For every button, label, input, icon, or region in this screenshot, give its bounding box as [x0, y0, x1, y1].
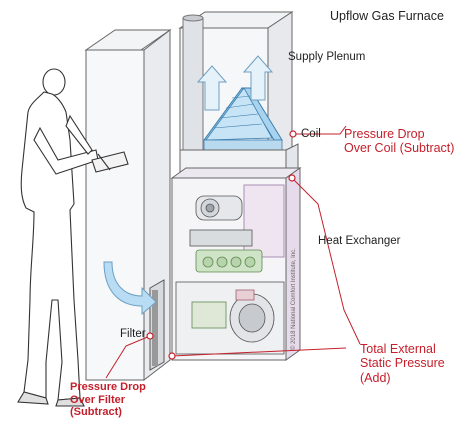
heat-exchanger-label: Heat Exchanger	[318, 235, 401, 247]
technician-figure	[17, 68, 129, 407]
return-airflow-arrow	[103, 261, 157, 316]
filter-label: Filter	[120, 328, 146, 340]
pressure-drop-coil-callout: Pressure Drop Over Coil (Subtract)	[344, 127, 455, 156]
diagram-title: Upflow Gas Furnace	[330, 9, 444, 23]
total-external-static-callout: Total External Static Pressure (Add)	[360, 342, 445, 385]
supply-plenum-label: Supply Plenum	[288, 51, 366, 63]
pressure-drop-filter-callout: Pressure Drop Over Filter (Subtract)	[70, 381, 146, 419]
burner-assembly	[189, 195, 263, 273]
supply-airflow-arrows	[196, 55, 274, 111]
callout-leaders	[105, 125, 361, 379]
a-coil	[203, 87, 283, 153]
filter	[149, 279, 165, 371]
coil-label: Coil	[301, 128, 321, 140]
copyright-notice: © 2018 National Comfort Institute, Inc.	[291, 248, 297, 350]
pressure-test-points	[146, 130, 297, 360]
blower-section	[175, 281, 285, 355]
